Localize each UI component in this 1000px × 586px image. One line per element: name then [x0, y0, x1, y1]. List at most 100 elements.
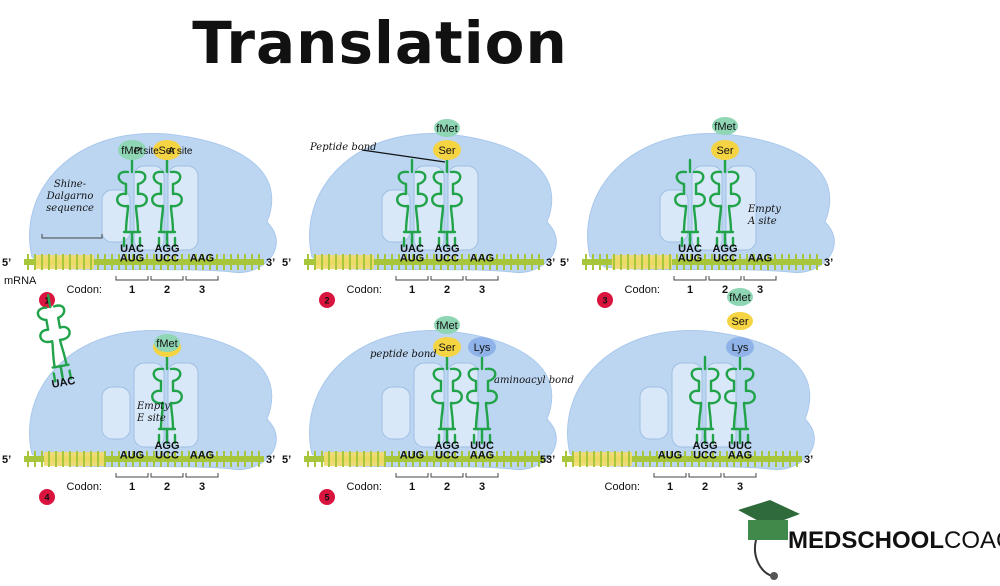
codon-aug: AUG — [120, 253, 144, 265]
codon-number-1: 1 — [667, 481, 673, 493]
codon-bracket — [150, 276, 184, 281]
mrna-backbone — [24, 259, 264, 265]
amino-acid-fmet — [118, 140, 146, 160]
shine-dalgarno-label: Shine- — [54, 179, 87, 190]
amino-acid-ser — [711, 140, 739, 160]
trna-fmet: UAC — [396, 158, 428, 255]
codon-bracket — [708, 276, 742, 281]
amino-acid-label-fmet: fMet — [714, 121, 735, 133]
anticodon-agg: AGG — [154, 440, 179, 452]
codon-bracket — [465, 276, 499, 281]
shine-dalgarno-region — [44, 452, 104, 466]
amino-acid-lys — [468, 337, 496, 357]
codon-number-3: 3 — [199, 284, 205, 296]
codon-bracket — [673, 276, 707, 281]
codon-aag: AAG — [190, 450, 214, 462]
codon-bracket — [395, 276, 429, 281]
amino-acid-lys — [726, 337, 754, 357]
amino-acid-fmet — [434, 316, 460, 334]
amino-acid-ser — [727, 312, 753, 330]
p-site-label: P site — [134, 146, 159, 157]
empty-e-site-label: Empty — [136, 401, 170, 412]
codon-label: Codon: — [67, 284, 102, 296]
step-badge — [39, 292, 55, 308]
codon-number-3: 3 — [199, 481, 205, 493]
codon-number-2: 2 — [722, 284, 728, 296]
codon-aug: AUG — [678, 253, 702, 265]
ribosome-site-e — [101, 386, 131, 440]
step-badge — [319, 489, 335, 505]
codon-number-1: 1 — [687, 284, 693, 296]
codon-number-2: 2 — [444, 284, 450, 296]
codon-number-2: 2 — [164, 284, 170, 296]
step-number: 4 — [44, 493, 49, 503]
amino-acid-ser — [153, 140, 181, 160]
mrna-label: mRNA — [4, 275, 37, 287]
anticodon-uac: UAC — [678, 243, 702, 255]
brand-part2: COACH — [944, 527, 1000, 554]
peptide-bond-label: peptide bond — [370, 349, 437, 360]
amino-acid-label-ser: Ser — [158, 145, 175, 157]
step-badge — [319, 292, 335, 308]
mrna-backbone — [304, 456, 544, 462]
codon-number-3: 3 — [479, 481, 485, 493]
codon-number-2: 2 — [444, 481, 450, 493]
codon-ucc: UCC — [155, 253, 179, 265]
codon-bracket — [430, 473, 464, 478]
codon-bracket — [688, 473, 722, 478]
amino-acid-label-fmet: fMet — [121, 145, 142, 157]
amino-acid-fmet — [712, 117, 738, 135]
anticodon-agg: AGG — [692, 440, 717, 452]
amino-acid-label-fmet: fMet — [156, 338, 177, 350]
codon-label: Codon: — [605, 481, 640, 493]
released-trna: UAC — [32, 291, 79, 391]
codon-bracket — [115, 473, 149, 478]
codon-aag: AAG — [190, 253, 214, 265]
codon-aug: AUG — [120, 450, 144, 462]
codon-bracket — [653, 473, 687, 478]
codon-bracket — [185, 276, 219, 281]
five-prime-label: 5’ — [540, 454, 549, 466]
trna-ser: AGG — [689, 355, 721, 452]
codon-bracket — [395, 473, 429, 478]
mrna-backbone — [582, 259, 822, 265]
codon-bracket — [150, 473, 184, 478]
anticodon-uac: UAC — [51, 375, 77, 391]
five-prime-label: 5’ — [2, 257, 11, 269]
five-prime-label: 5’ — [560, 257, 569, 269]
ribosome-site-e — [381, 386, 411, 440]
codon-bracket — [465, 473, 499, 478]
amino-acid-label-ser: Ser — [731, 316, 748, 328]
ribosome-site-e — [659, 189, 689, 243]
ribosome-site-e — [639, 386, 669, 440]
codon-aag: AAG — [470, 450, 494, 462]
codon-aug: AUG — [400, 450, 424, 462]
shine-dalgarno-label: sequence — [46, 203, 94, 214]
anticodon-uac: UAC — [120, 243, 144, 255]
codon-number-1: 1 — [409, 284, 415, 296]
mrna-backbone — [24, 456, 264, 462]
shine-dalgarno-bracket — [41, 234, 103, 239]
three-prime-label: 3’ — [546, 257, 555, 269]
panel-4: 5’3’AUG1UCC2AAG3Codon:4AGGSerfMetEmptyE … — [2, 291, 277, 505]
empty-a-site-label: Empty — [747, 204, 781, 215]
codon-aug: AUG — [658, 450, 682, 462]
amino-acid-fmet — [727, 288, 753, 306]
codon-ucc: UCC — [155, 450, 179, 462]
mrna-backbone — [562, 456, 802, 462]
five-prime-label: 5’ — [2, 454, 11, 466]
ribosome-site-a — [447, 165, 479, 251]
trna-fmet: UAC — [674, 158, 706, 255]
anticodon-agg: AGG — [434, 440, 459, 452]
amino-acid-label-ser: Ser — [716, 145, 733, 157]
three-prime-label: 3’ — [266, 454, 275, 466]
codon-bracket — [185, 473, 219, 478]
panel-5: 5’3’AUG1UCC2AAG3Codon:5AGGSerUUCLysfMetp… — [282, 316, 574, 505]
five-prime-label: 5’ — [282, 454, 291, 466]
anticodon-uuc: UUC — [470, 440, 494, 452]
